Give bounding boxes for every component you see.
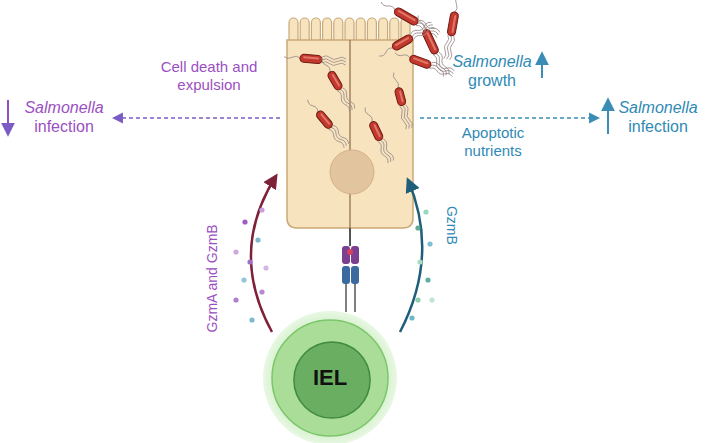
dashed-arrow bbox=[114, 117, 280, 119]
outcome-label: Salmonella infection bbox=[614, 98, 702, 136]
granzyme-label: GzmA and GzmB bbox=[204, 208, 221, 348]
outcome-label: Salmonella infection bbox=[18, 98, 110, 136]
dashed-arrow bbox=[420, 117, 598, 119]
outcome-label: Apoptotic nutrients bbox=[446, 124, 540, 160]
increase-arrow bbox=[607, 100, 609, 134]
salmonella-bacteria bbox=[284, 0, 463, 164]
granzyme-dots bbox=[233, 207, 434, 322]
receptor-complex bbox=[342, 228, 359, 312]
increase-arrow bbox=[541, 54, 543, 78]
release-arrow bbox=[400, 180, 422, 332]
outcome-label: Cell death and expulsion bbox=[150, 58, 268, 94]
decrease-arrow bbox=[7, 100, 9, 134]
granzyme-label: GzmB bbox=[444, 195, 461, 255]
outcome-label: Salmonella growth bbox=[446, 52, 538, 90]
cell-name: IEL bbox=[313, 365, 347, 391]
cell-circle: IEL bbox=[262, 310, 398, 443]
release-arrow bbox=[251, 176, 276, 332]
